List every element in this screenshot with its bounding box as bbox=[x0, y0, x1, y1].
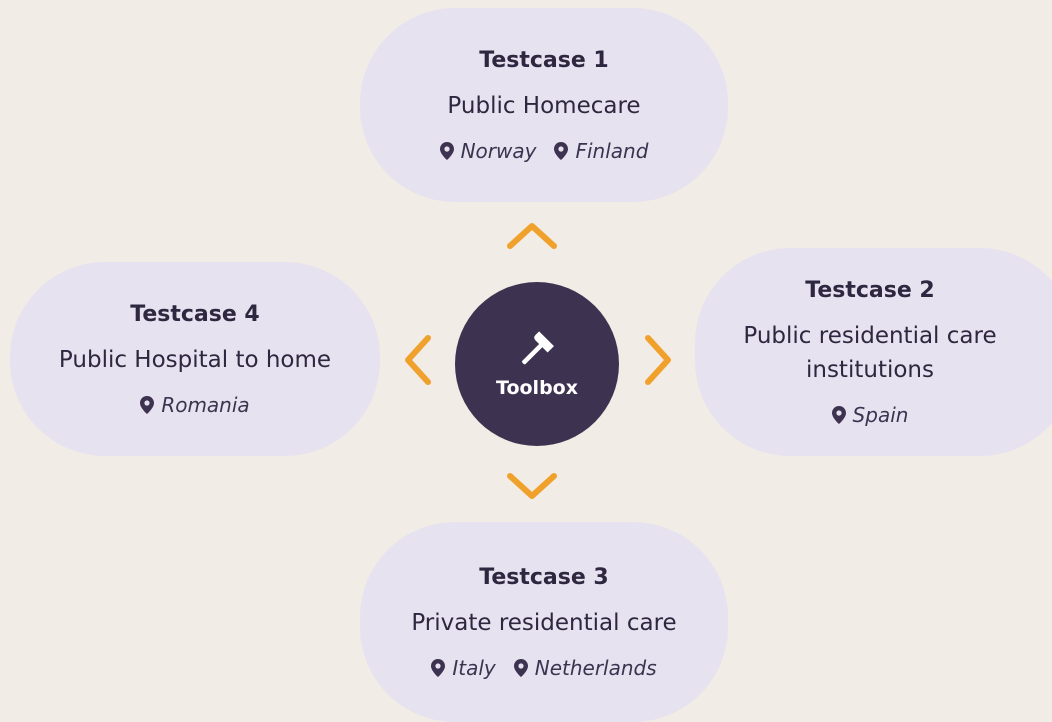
location-romania: Romania bbox=[140, 392, 250, 417]
testcase-1-title: Testcase 1 bbox=[479, 47, 609, 73]
testcase-2-locations: Spain bbox=[831, 402, 909, 427]
toolbox-label: Toolbox bbox=[496, 377, 578, 399]
testcase-2-subtitle: Public residential care institutions bbox=[743, 319, 996, 387]
chevron-left-icon bbox=[405, 335, 431, 385]
testcase-2-card: Testcase 2 Public residential care insti… bbox=[695, 248, 1052, 456]
map-pin-icon bbox=[140, 395, 155, 414]
testcase-3-subtitle: Private residential care bbox=[411, 609, 677, 636]
testcase-4-locations: Romania bbox=[140, 392, 250, 417]
testcase-3-locations: Italy Netherlands bbox=[431, 655, 657, 680]
testcase-4-card: Testcase 4 Public Hospital to home Roman… bbox=[10, 262, 380, 456]
location-italy: Italy bbox=[431, 655, 496, 680]
location-name: Norway bbox=[460, 138, 537, 163]
map-pin-icon bbox=[831, 405, 846, 424]
testcase-2-subtitle-line1: Public residential care bbox=[743, 322, 997, 349]
location-spain: Spain bbox=[831, 402, 909, 427]
testcase-2-subtitle-line2: institutions bbox=[805, 356, 934, 383]
chevron-right-icon bbox=[645, 335, 671, 385]
toolbox-hub: Toolbox bbox=[455, 282, 619, 446]
map-pin-icon bbox=[439, 141, 454, 160]
testcase-1-card: Testcase 1 Public Homecare Norway Finlan… bbox=[360, 8, 728, 202]
location-name: Spain bbox=[852, 402, 909, 427]
chevron-down-icon bbox=[507, 473, 557, 499]
location-norway: Norway bbox=[439, 138, 537, 163]
testcase-4-subtitle: Public Hospital to home bbox=[58, 346, 332, 373]
location-finland: Finland bbox=[554, 139, 648, 163]
location-name: Netherlands bbox=[534, 655, 657, 680]
testcase-3-title: Testcase 3 bbox=[479, 564, 609, 590]
testcase-2-title: Testcase 2 bbox=[805, 277, 935, 303]
map-pin-icon bbox=[431, 658, 446, 677]
map-pin-icon bbox=[554, 141, 569, 160]
location-name: Romania bbox=[161, 392, 250, 417]
location-netherlands: Netherlands bbox=[513, 655, 657, 680]
testcase-4-title: Testcase 4 bbox=[130, 301, 260, 327]
map-pin-icon bbox=[513, 658, 528, 677]
chevron-up-icon bbox=[507, 223, 557, 249]
testcase-1-locations: Norway Finland bbox=[439, 138, 648, 163]
location-name: Italy bbox=[452, 655, 496, 680]
testcase-1-subtitle: Public Homecare bbox=[447, 92, 641, 119]
location-name: Finland bbox=[575, 138, 649, 163]
hammer-icon bbox=[522, 331, 554, 365]
testcase-3-card: Testcase 3 Private residential care Ital… bbox=[360, 522, 728, 722]
